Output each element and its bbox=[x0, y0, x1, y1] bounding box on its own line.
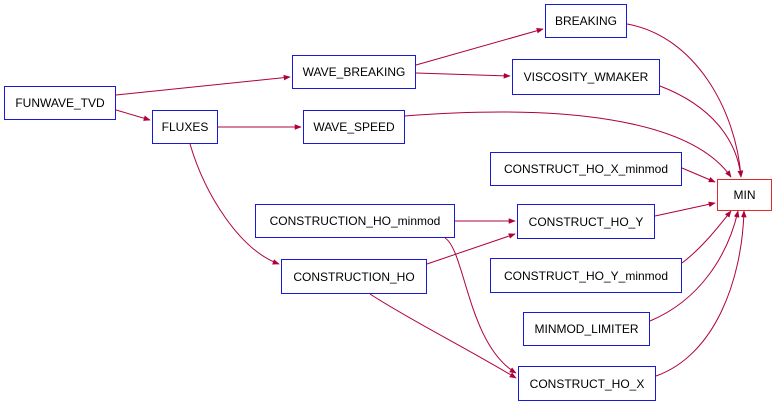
edge-construction_ho-to-ho_y bbox=[426, 233, 516, 265]
node-breaking[interactable]: BREAKING bbox=[545, 4, 627, 38]
node-construct-ho-y-minmod[interactable]: CONSTRUCT_HO_Y_minmod bbox=[490, 258, 682, 293]
edge-funwave-to-wave_breaking bbox=[115, 74, 291, 96]
edge-minmod_limiter-to-min bbox=[649, 210, 740, 322]
edge-wave_breaking-to-breaking bbox=[415, 28, 544, 66]
node-construct-ho-x[interactable]: CONSTRUCT_HO_X bbox=[518, 366, 656, 401]
node-funwave-tvd[interactable]: FUNWAVE_TVD bbox=[4, 86, 116, 120]
node-wave-breaking[interactable]: WAVE_BREAKING bbox=[292, 55, 416, 89]
node-construct-ho-y[interactable]: CONSTRUCT_HO_Y bbox=[517, 204, 655, 239]
node-construction-ho[interactable]: CONSTRUCTION_HO bbox=[281, 259, 427, 294]
edge-ho_y-to-min bbox=[654, 201, 716, 217]
edge-ho_x-to-min bbox=[655, 210, 747, 377]
edge-wave_breaking-to-viscosity bbox=[415, 72, 511, 79]
edge-construction_ho-to-ho_x bbox=[369, 293, 517, 379]
node-wave-speed[interactable]: WAVE_SPEED bbox=[303, 110, 405, 144]
node-minmod-limiter[interactable]: MINMOD_LIMITER bbox=[523, 312, 650, 346]
edge-wave_speed-to-min bbox=[404, 111, 732, 178]
node-construction-ho-minmod[interactable]: CONSTRUCTION_HO_minmod bbox=[255, 204, 455, 238]
edge-ho_y_minmod-to-min bbox=[681, 210, 732, 264]
edge-breaking-to-min bbox=[626, 23, 744, 178]
node-construct-ho-x-minmod[interactable]: CONSTRUCT_HO_X_minmod bbox=[490, 152, 682, 186]
node-fluxes[interactable]: FLUXES bbox=[152, 110, 218, 144]
edge-viscosity-to-min bbox=[659, 85, 744, 178]
node-viscosity-wmaker[interactable]: VISCOSITY_WMAKER bbox=[512, 59, 660, 95]
edge-ho_minmod-to-ho_x bbox=[444, 237, 517, 374]
node-min[interactable]: MIN bbox=[717, 179, 772, 211]
edge-fluxes-to-construction_ho bbox=[189, 143, 280, 265]
edge-ho_x_minmod-to-min bbox=[681, 167, 716, 183]
edge-funwave-to-fluxes bbox=[115, 109, 151, 121]
